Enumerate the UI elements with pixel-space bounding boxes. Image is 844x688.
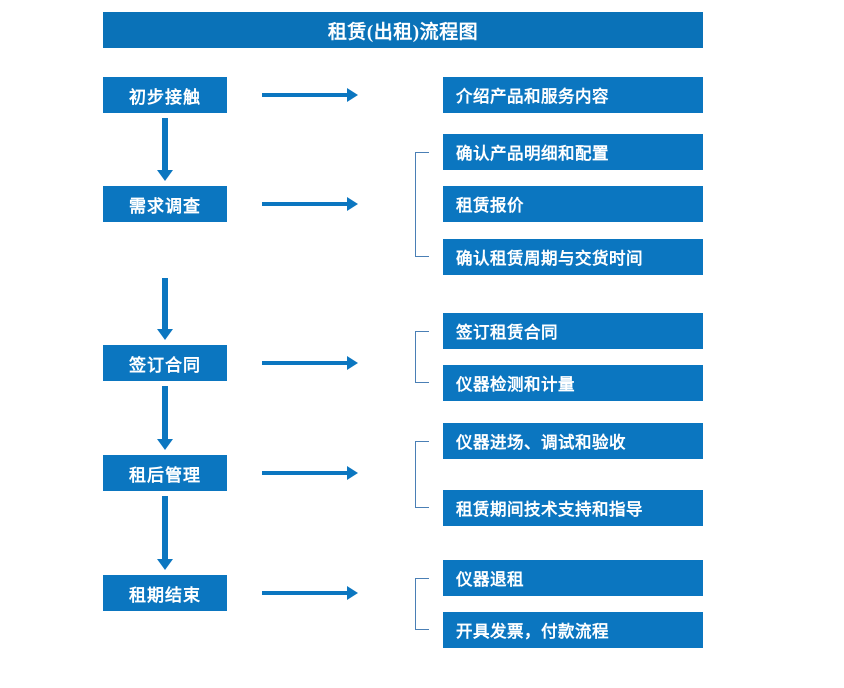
- bracket-contract: [415, 331, 429, 383]
- detail-box-instrument-delivery-commissioning[interactable]: 仪器进场、调试和验收: [443, 423, 703, 459]
- detail-box-invoice-payment[interactable]: 开具发票，付款流程: [443, 612, 703, 648]
- arrow-initial-to-requirements-icon: [157, 118, 173, 181]
- detail-box-technical-support[interactable]: 租赁期间技术支持和指导: [443, 490, 703, 526]
- arrow-to-post-rental-icon: [262, 466, 358, 480]
- stage-box-requirement-survey[interactable]: 需求调查: [103, 186, 227, 222]
- detail-box-instrument-inspection[interactable]: 仪器检测和计量: [443, 365, 703, 401]
- stage-box-post-rental-management[interactable]: 租后管理: [103, 455, 227, 491]
- detail-box-confirm-rental-period[interactable]: 确认租赁周期与交货时间: [443, 239, 703, 275]
- detail-box-rental-quotation[interactable]: 租赁报价: [443, 186, 703, 222]
- arrow-post-rental-to-end-icon: [157, 496, 173, 570]
- detail-box-instrument-return[interactable]: 仪器退租: [443, 560, 703, 596]
- arrow-requirements-to-contract-icon: [157, 278, 173, 340]
- detail-box-sign-rental-contract[interactable]: 签订租赁合同: [443, 313, 703, 349]
- stage-box-sign-contract[interactable]: 签订合同: [103, 345, 227, 381]
- arrow-to-contract-icon: [262, 356, 358, 370]
- bracket-rental-end: [415, 578, 429, 630]
- arrow-to-rental-end-icon: [262, 586, 358, 600]
- arrow-to-intro-icon: [262, 88, 358, 102]
- bracket-requirements: [415, 152, 429, 257]
- stage-box-initial-contact[interactable]: 初步接触: [103, 77, 227, 113]
- detail-box-introduce-products[interactable]: 介绍产品和服务内容: [443, 77, 703, 113]
- page-title: 租赁(出租)流程图: [103, 12, 703, 48]
- arrow-to-requirements-icon: [262, 197, 358, 211]
- detail-box-confirm-product-details[interactable]: 确认产品明细和配置: [443, 134, 703, 170]
- stage-box-rental-end[interactable]: 租期结束: [103, 575, 227, 611]
- arrow-contract-to-post-rental-icon: [157, 386, 173, 450]
- bracket-post-rental: [415, 441, 429, 508]
